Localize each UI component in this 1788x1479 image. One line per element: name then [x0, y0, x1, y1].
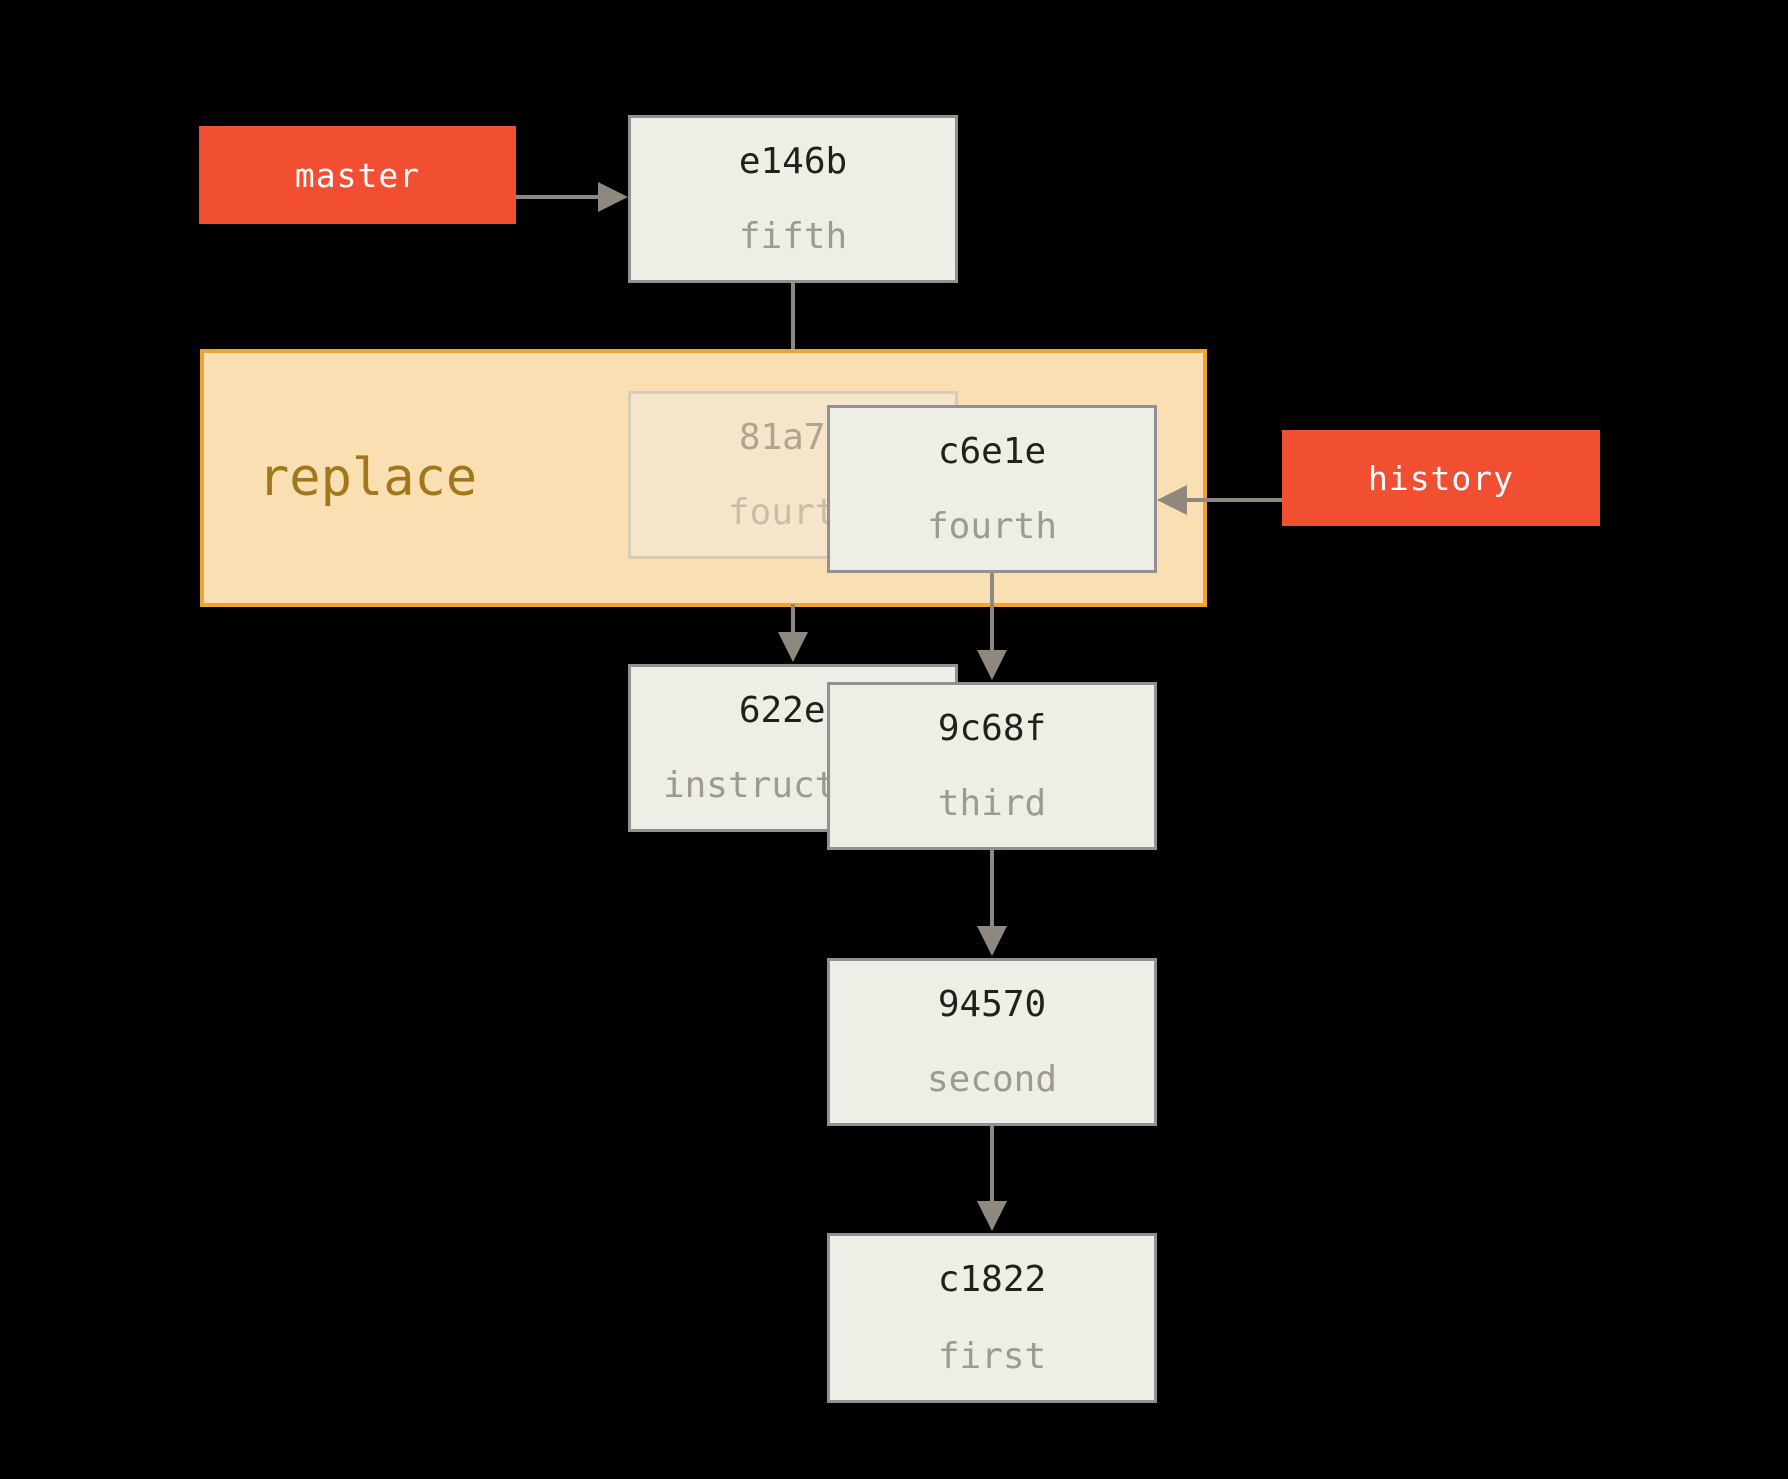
- arrow-master-to-e146b-arrowhead-icon: [598, 182, 628, 212]
- commit-box-c1822: c1822 first: [827, 1233, 1157, 1403]
- commit-message: fifth: [738, 216, 848, 257]
- arrow-c6e1e-to-9c68f-arrowhead-icon: [977, 650, 1007, 680]
- arrow-c6e1e-to-9c68f-stem: [990, 573, 994, 652]
- commit-message: third: [937, 783, 1047, 824]
- commit-message: fourth: [926, 506, 1058, 547]
- commit-box-c6e1e: c6e1e fourth: [827, 405, 1157, 573]
- arrow-history-to-c6e1e-arrowhead-icon: [1157, 485, 1187, 515]
- arrow-9c68f-to-94570-stem: [990, 850, 994, 928]
- commit-message: first: [937, 1336, 1047, 1377]
- arrow-94570-to-c1822-stem: [990, 1126, 994, 1203]
- replace-label: replace: [258, 448, 478, 508]
- commit-hash: c6e1e: [937, 431, 1047, 472]
- commit-hash: c1822: [937, 1259, 1047, 1300]
- commit-box-e146b: e146b fifth: [628, 115, 958, 283]
- arrow-master-to-e146b-stem: [516, 195, 600, 199]
- connector-e146b-to-replace: [791, 283, 795, 349]
- arrow-9c68f-to-94570-arrowhead-icon: [977, 926, 1007, 956]
- arrow-history-to-c6e1e-stem: [1187, 498, 1282, 502]
- commit-message: second: [926, 1059, 1058, 1100]
- arrow-94570-to-c1822-arrowhead-icon: [977, 1201, 1007, 1231]
- arrow-replace-to-622e8-stem: [791, 604, 795, 634]
- commit-hash: 94570: [937, 984, 1047, 1025]
- branch-label-master: master: [199, 126, 516, 224]
- branch-label-history: history: [1282, 430, 1600, 526]
- commit-box-94570: 94570 second: [827, 958, 1157, 1126]
- commit-hash: e146b: [738, 141, 848, 182]
- arrow-replace-to-622e8-arrowhead-icon: [778, 632, 808, 662]
- commit-box-9c68f: 9c68f third: [827, 682, 1157, 850]
- commit-hash: 9c68f: [937, 708, 1047, 749]
